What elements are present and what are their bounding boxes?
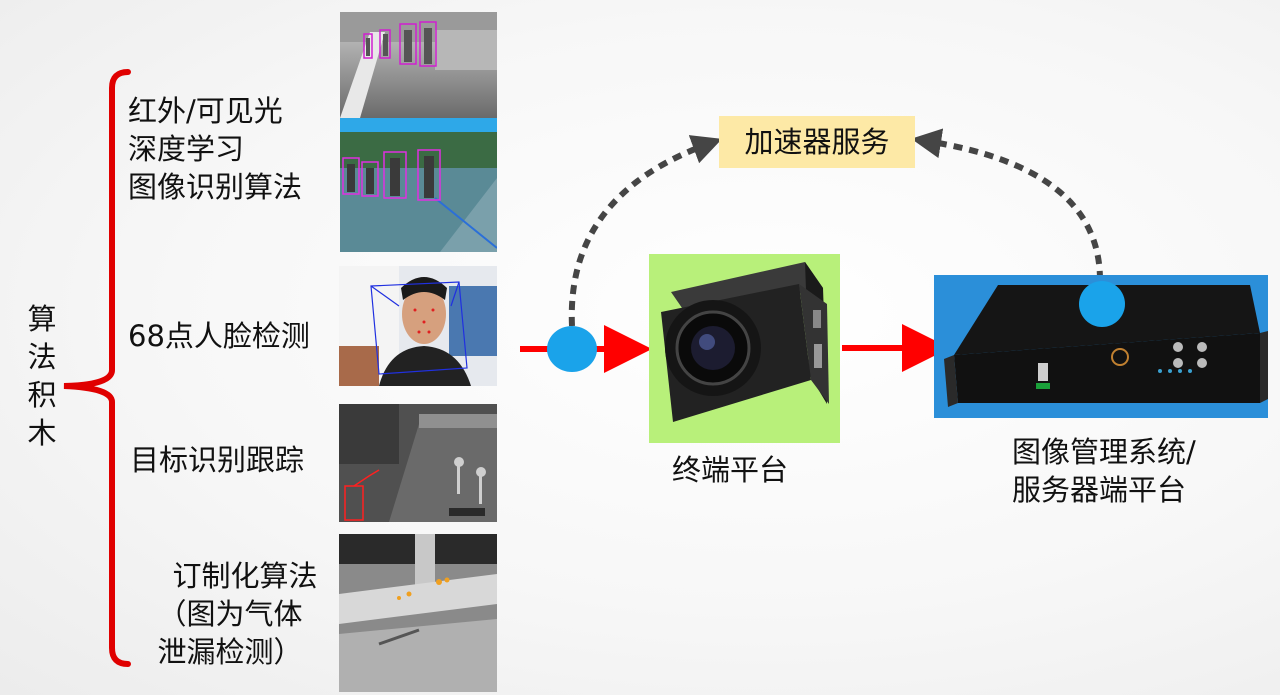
left-label-char: 算	[27, 302, 57, 336]
accelerator-label: 加速器服务	[744, 125, 890, 159]
ir-pedestrian-photo	[340, 12, 497, 118]
left-label-char: 法	[27, 340, 57, 374]
dashed-arrow-to-accelerator-right	[911, 128, 1103, 281]
accelerator-service-box: 加速器服务	[719, 116, 915, 168]
gas-leak-photo	[339, 534, 497, 692]
algo-custom: 订制化算法 （图为气体 泄漏检测）	[157, 559, 318, 669]
terminal-platform-label: 终端平台	[672, 453, 789, 487]
input-node-circle	[547, 326, 597, 372]
terminal-platform-image	[649, 254, 840, 443]
server-node-circle	[1079, 281, 1125, 327]
curly-bracket	[63, 69, 131, 667]
server-platform-label: 图像管理系统/ 服务器端平台	[1012, 435, 1196, 507]
target-tracking-photo	[339, 404, 497, 522]
left-label: 算 法 积 木	[22, 300, 62, 452]
visible-pedestrian-photo	[340, 118, 497, 252]
algo-ir-visible: 红外/可见光 深度学习 图像识别算法	[128, 94, 303, 204]
algo-target-tracking: 目标识别跟踪	[130, 443, 305, 477]
dashed-arrow-to-accelerator-left	[568, 135, 723, 327]
face-detection-photo	[339, 266, 497, 386]
left-label-char: 积	[27, 378, 57, 412]
left-label-char: 木	[27, 416, 57, 450]
algo-face-detection: 68点人脸检测	[128, 319, 310, 353]
